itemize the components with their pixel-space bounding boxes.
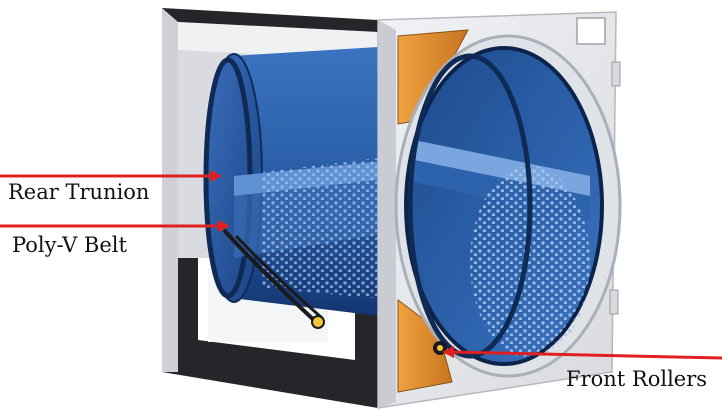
front-rollers-leader: [451, 350, 722, 360]
control-panel-window: [576, 17, 606, 45]
poly-v-belt-label: Poly-V Belt: [12, 233, 127, 257]
poly-v-belt: [222, 228, 325, 329]
door-hinge-bottom: [609, 289, 619, 315]
drum-front-opening: [394, 34, 622, 378]
front-rollers-label: Front Rollers: [566, 367, 708, 391]
drum-cylinder: [203, 46, 395, 318]
yellow-roller-icon: [311, 315, 325, 329]
leader-lines: [0, 170, 722, 360]
rear-trunion-label: Rear Trunion: [8, 180, 150, 204]
door-hinge-top: [611, 61, 621, 87]
